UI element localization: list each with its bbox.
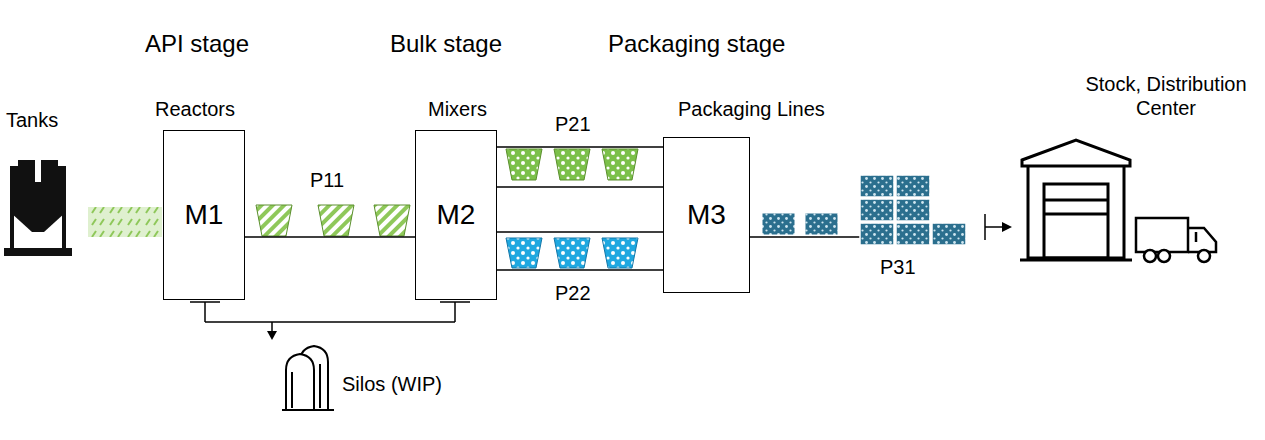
conveyor-rail (497, 186, 663, 188)
machine-name: M2 (437, 199, 476, 231)
conveyor-line (245, 237, 415, 238)
silo-arrowhead (267, 331, 277, 340)
destination-label: Stock, Distribution Center (1070, 72, 1262, 120)
equipment-label: Mixers (428, 97, 487, 121)
conveyor-line (497, 270, 663, 271)
dispatch-arrowhead (1002, 222, 1012, 232)
product-label: P31 (880, 255, 916, 279)
stage-title: Packaging stage (608, 30, 785, 59)
equipment-label: Tanks (6, 108, 58, 132)
stage-title: API stage (145, 30, 249, 59)
product-label: P22 (555, 281, 591, 305)
silos-icon (282, 346, 334, 410)
feed-conveyor (88, 207, 162, 237)
api-buckets (256, 205, 410, 236)
conveyor-line (497, 147, 663, 148)
bulk-buckets-green (506, 149, 638, 180)
equipment-label: Packaging Lines (678, 97, 825, 121)
tank-icon (4, 152, 72, 256)
warehouse-icon (1020, 140, 1132, 260)
dispatch-arrow (985, 226, 1004, 228)
truck-icon (1136, 218, 1216, 262)
machine-name: M3 (687, 199, 726, 231)
machine-name: M1 (185, 199, 224, 231)
storage-label: Silos (WIP) (342, 372, 442, 396)
bulk-buckets-blue (506, 238, 638, 268)
process-box: M2 (415, 130, 497, 300)
packs (762, 213, 838, 235)
product-label: P21 (555, 112, 591, 136)
pallet-stack (860, 175, 966, 245)
stage-title: Bulk stage (390, 30, 502, 59)
product-label: P11 (310, 168, 344, 192)
conveyor-rail (497, 231, 663, 233)
equipment-label: Reactors (155, 97, 235, 121)
output-line (750, 236, 860, 238)
process-box: M3 (663, 137, 750, 293)
process-box: M1 (163, 130, 245, 300)
silo-bracket (190, 302, 470, 332)
